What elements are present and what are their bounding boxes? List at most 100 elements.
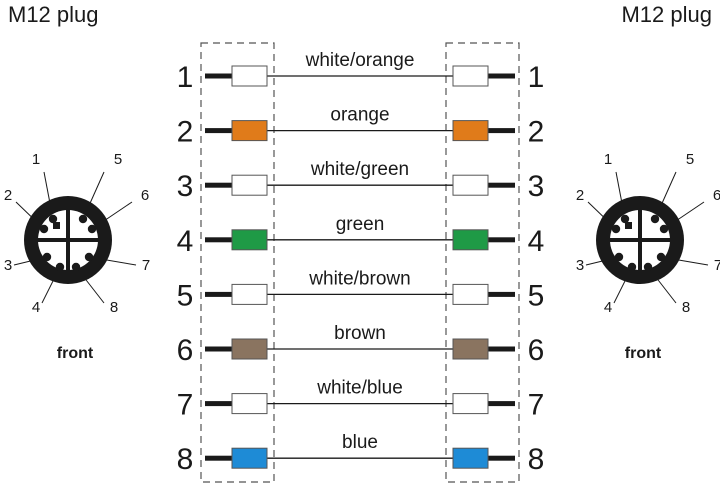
left-pin-label: 1 [32, 151, 40, 168]
left-pin-contact [205, 455, 233, 461]
right-wire-sleeve [452, 283, 489, 305]
wire-color-label: white/brown [308, 268, 410, 289]
left-plug-view-label: front [57, 345, 94, 362]
left-pin-number: 6 [177, 334, 194, 367]
left-plug-key [53, 222, 60, 229]
left-plug-pin [71, 262, 81, 272]
wire-color-label: brown [334, 323, 386, 344]
right-pin-label: 1 [604, 151, 612, 168]
right-pin-label: 8 [682, 299, 690, 316]
left-pin-contact [205, 128, 233, 134]
left-plug-divider-horizontal [38, 238, 98, 242]
left-pin-label: 6 [141, 187, 149, 204]
left-pin-number: 3 [177, 170, 194, 203]
right-pin-number: 4 [528, 225, 545, 258]
right-pin-contact [487, 401, 515, 407]
left-pin-label: 8 [110, 299, 118, 316]
left-pin-label: 3 [4, 257, 12, 274]
left-plug-pin [87, 224, 97, 234]
left-wire-sleeve [231, 447, 268, 469]
left-plug-pins [39, 214, 97, 272]
right-plug-key [625, 222, 632, 229]
right-pin-contact [487, 73, 515, 79]
wire-color-label: white/blue [316, 378, 403, 399]
left-pin-contact [205, 346, 233, 352]
right-wire-sleeve [452, 229, 489, 251]
left-wire-sleeve [231, 338, 268, 360]
wire-color-label: orange [330, 105, 389, 126]
right-pin-contact [487, 237, 515, 243]
right-plug-view-label: front [625, 345, 662, 362]
right-pin-label: 6 [713, 187, 720, 204]
right-plug-pin [627, 262, 637, 272]
left-pin-label: 5 [114, 151, 122, 168]
right-pin-number: 8 [528, 443, 545, 476]
left-pin-number: 2 [177, 116, 194, 149]
left-plug-pin [84, 252, 94, 262]
left-wire-sleeve [231, 283, 268, 305]
left-plug-title: M12 plug [8, 2, 99, 27]
left-connector-dashed-box [200, 42, 275, 483]
right-wire-sleeve [452, 338, 489, 360]
right-pin-label: 4 [604, 299, 612, 316]
right-pin-contact [487, 291, 515, 297]
right-pin-label: 5 [686, 151, 694, 168]
left-pin-number: 8 [177, 443, 194, 476]
left-wire-sleeve [231, 229, 268, 251]
left-pin-contact [205, 182, 233, 188]
left-pin-number: 5 [177, 279, 194, 312]
right-plug-pin [656, 252, 666, 262]
left-pin-contact [205, 401, 233, 407]
right-pin-number: 2 [528, 116, 545, 149]
right-pin-number: 6 [528, 334, 545, 367]
right-pin-number: 7 [528, 389, 545, 422]
left-plug-pin [78, 214, 88, 224]
wire-color-label: white/green [310, 159, 409, 180]
right-plug-title: M12 plug [621, 2, 712, 27]
right-plug-pin [650, 214, 660, 224]
wire-row: 6 6 brown [177, 323, 545, 367]
right-pin-label: 2 [576, 187, 584, 204]
right-plug-pin [659, 224, 669, 234]
left-pin-label: 4 [32, 299, 40, 316]
right-plug-pin [620, 214, 630, 224]
wire-color-label: blue [342, 432, 378, 453]
right-wire-sleeve [452, 65, 489, 87]
wire-row: 5 5 white/brown [177, 268, 545, 312]
right-plug-pin [614, 252, 624, 262]
right-wire-sleeve [452, 174, 489, 196]
right-pin-contact [487, 346, 515, 352]
right-wire-sleeve [452, 447, 489, 469]
left-wire-sleeve [231, 174, 268, 196]
right-pin-label: 3 [576, 257, 584, 274]
left-pin-contact [205, 237, 233, 243]
left-pin-number: 7 [177, 389, 194, 422]
right-wire-sleeve [452, 393, 489, 415]
left-wire-sleeve [231, 393, 268, 415]
wire-row: 2 2 orange [177, 105, 545, 149]
right-plug-pins [611, 214, 669, 272]
wire-row: 8 8 blue [177, 432, 545, 476]
left-pin-contact [205, 291, 233, 297]
right-plug-face: front 1 2 3 4 5 6 7 8 [576, 151, 720, 362]
right-pin-number: 5 [528, 279, 545, 312]
wire-color-label: white/orange [305, 50, 415, 71]
right-plug-divider-horizontal [610, 238, 670, 242]
right-plug-pin [611, 224, 621, 234]
right-pin-number: 1 [528, 61, 545, 94]
left-pin-number: 4 [177, 225, 194, 258]
left-wire-sleeve [231, 65, 268, 87]
left-plug-pin [42, 252, 52, 262]
right-pin-contact [487, 455, 515, 461]
left-plug-pin [48, 214, 58, 224]
right-pin-contact [487, 182, 515, 188]
left-pin-contact [205, 73, 233, 79]
right-pin-contact [487, 128, 515, 134]
left-pin-label: 2 [4, 187, 12, 204]
right-pin-label: 7 [714, 257, 720, 274]
left-plug-pin [39, 224, 49, 234]
